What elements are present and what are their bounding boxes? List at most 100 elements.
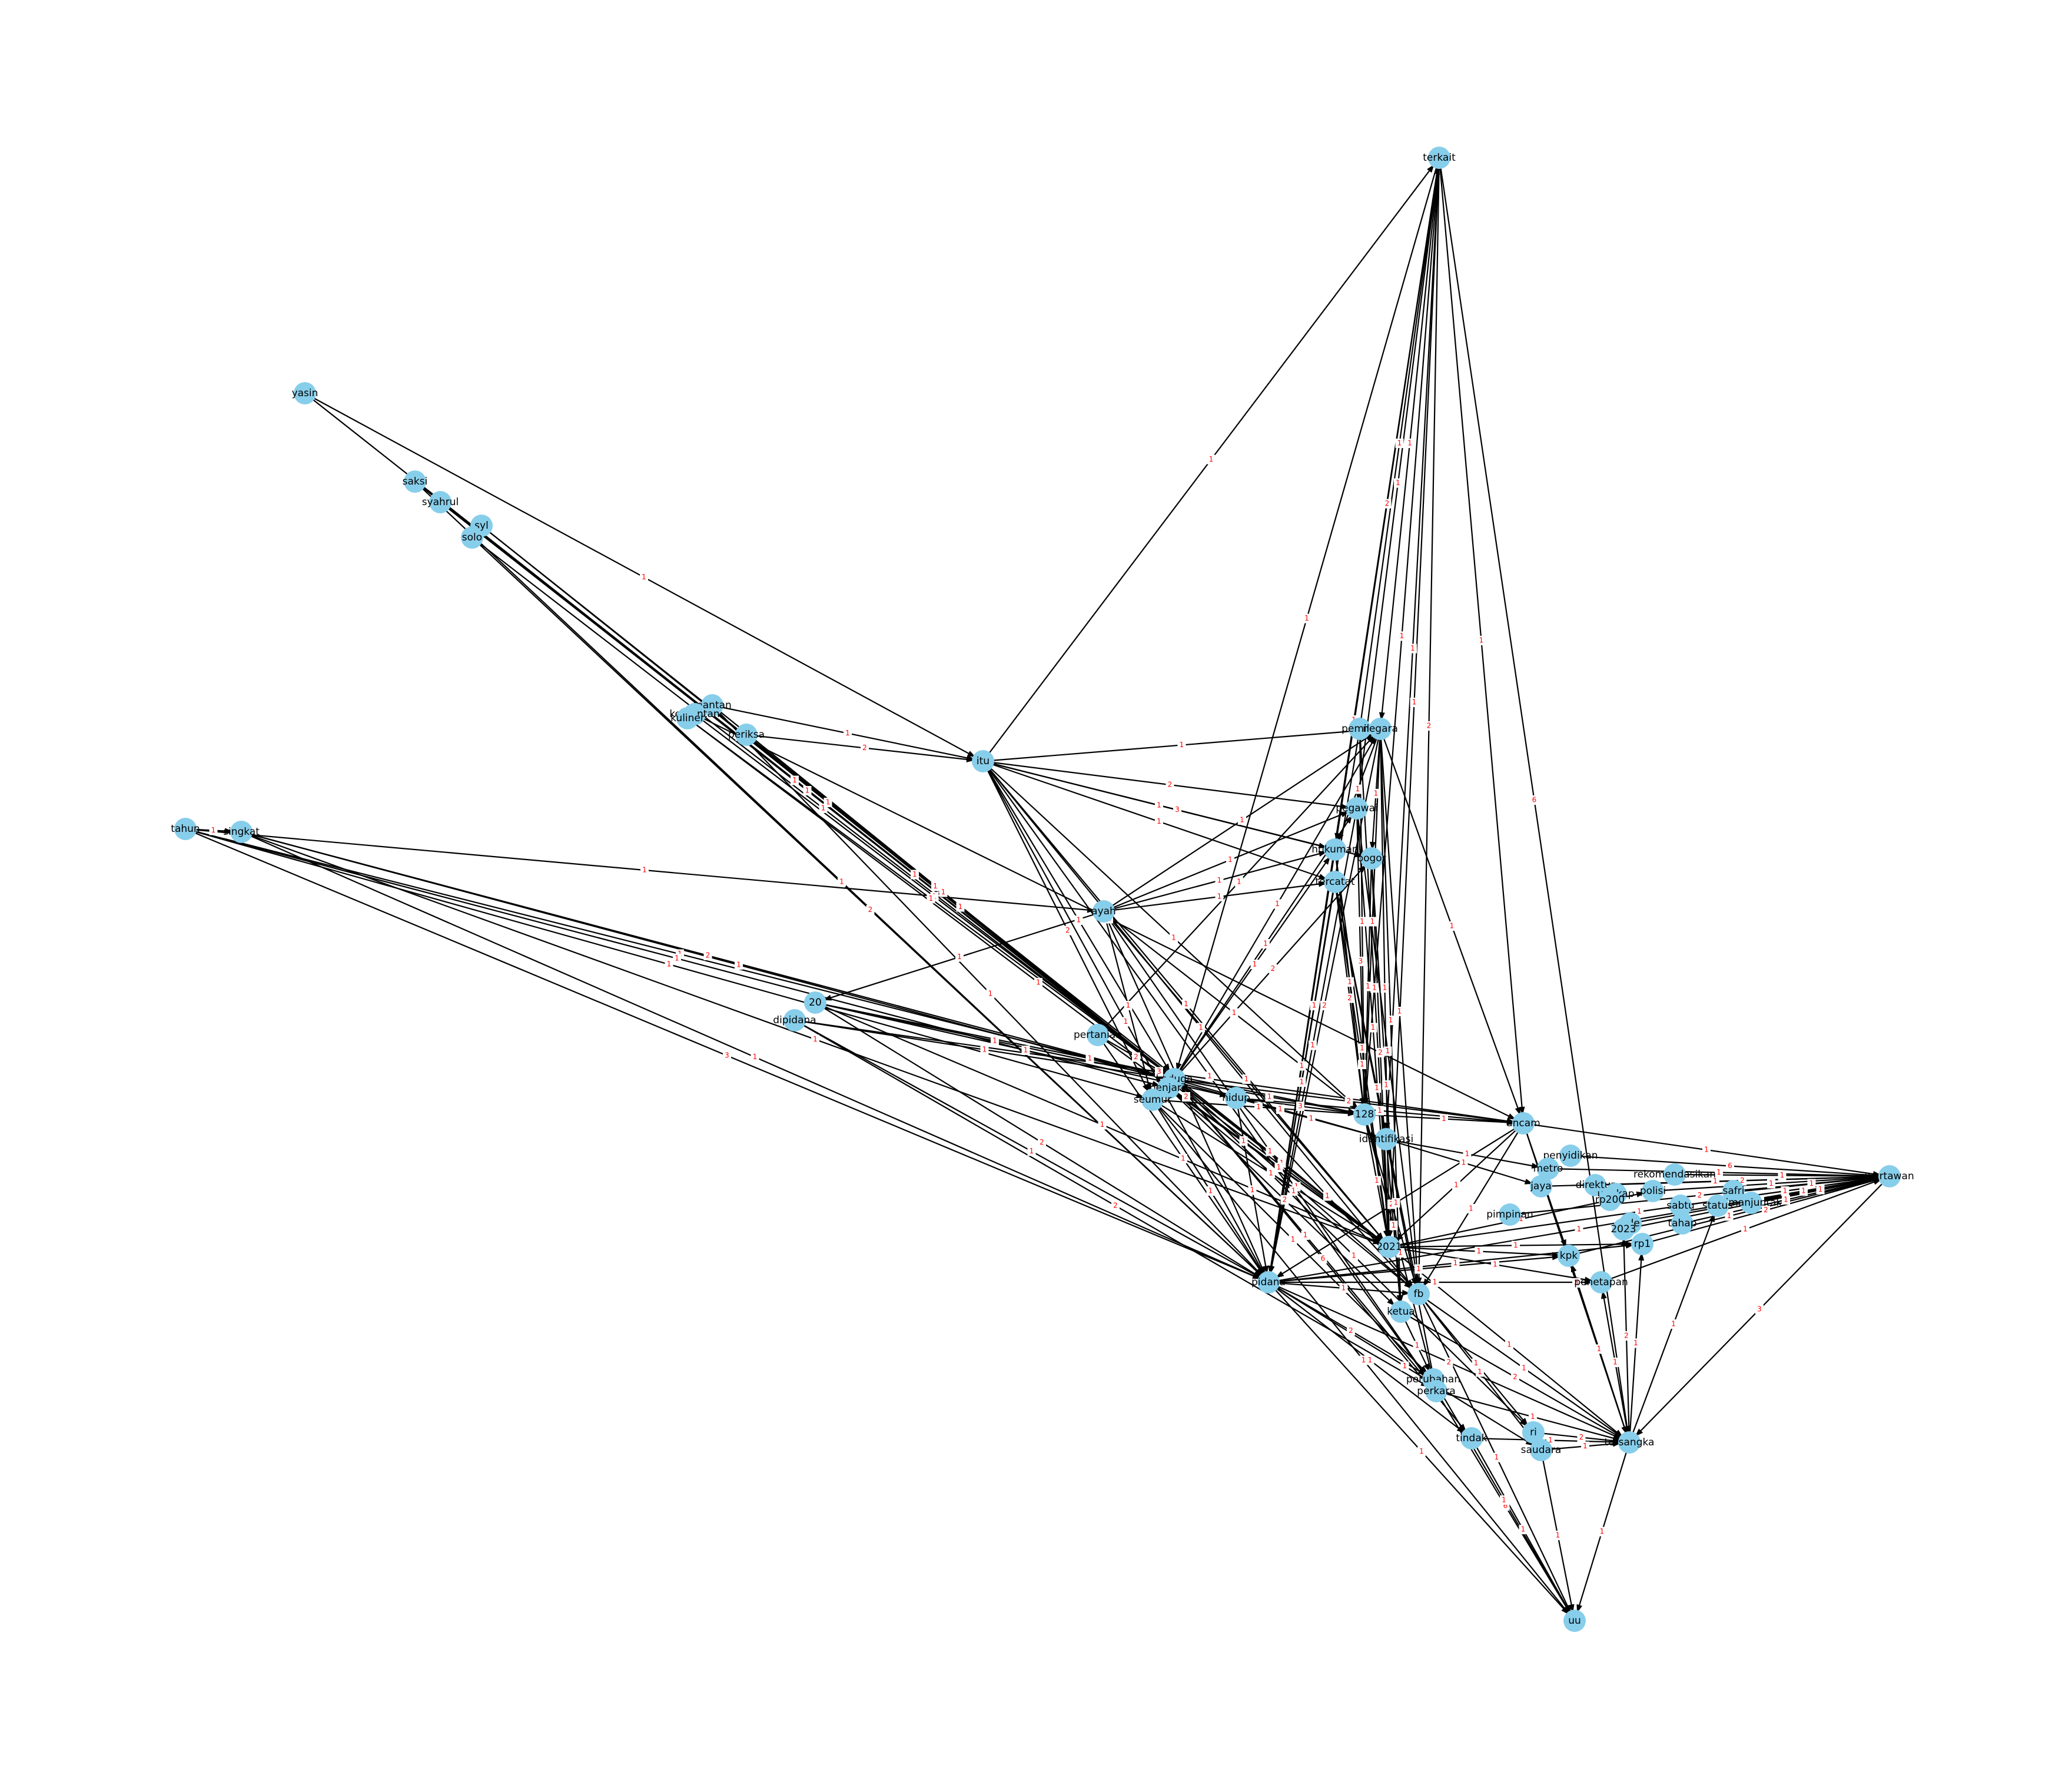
edge-label-bg bbox=[1715, 1167, 1723, 1177]
node-circle bbox=[1512, 1112, 1535, 1135]
node-circle bbox=[1722, 1180, 1745, 1202]
edge-label-bg bbox=[1519, 1525, 1528, 1534]
edge-label-bg bbox=[1477, 636, 1486, 645]
edge-weight-label: 1 bbox=[1727, 1212, 1732, 1220]
edge-weight-label: 2 bbox=[1698, 1191, 1702, 1199]
edge-weight-label: 1 bbox=[1392, 1221, 1396, 1229]
edge-label-bg bbox=[1368, 917, 1377, 927]
edge-arrowhead bbox=[1612, 1441, 1622, 1447]
edge-weight-label: 1 bbox=[1396, 479, 1400, 487]
edge-weight-label: 1 bbox=[1412, 698, 1417, 706]
node-128: 128 bbox=[1353, 1103, 1376, 1126]
edge-label-bg bbox=[1027, 1146, 1036, 1156]
node-tersangka: tersangka bbox=[1605, 1431, 1655, 1454]
edge-weight-label: 2 bbox=[706, 951, 710, 960]
node-hidup: hidup bbox=[1222, 1087, 1250, 1109]
node-saudara: saudara bbox=[1521, 1439, 1561, 1461]
edge-label-bg bbox=[1303, 613, 1311, 623]
node-circle bbox=[1530, 1439, 1552, 1461]
edge-weight-label: 1 bbox=[1469, 1205, 1473, 1213]
node-label: tersangka bbox=[1605, 1437, 1655, 1448]
node-label: pegawai bbox=[1336, 802, 1378, 814]
edge-weight-label: 3 bbox=[1157, 1067, 1161, 1076]
node-identifikasi: identifikasi bbox=[1359, 1128, 1413, 1150]
edge-weight-label: 1 bbox=[1415, 1341, 1420, 1349]
edge-weight-label: 1 bbox=[1597, 1345, 1602, 1353]
edge-arrowhead bbox=[1087, 907, 1096, 913]
edge-label-bg bbox=[1595, 1344, 1603, 1354]
edge-label-bg bbox=[665, 960, 673, 969]
edge-label-bg bbox=[703, 951, 712, 960]
node-circle bbox=[1360, 847, 1383, 870]
node-label: ayah bbox=[1091, 905, 1116, 917]
edge-weight-label: 1 bbox=[1232, 1009, 1237, 1017]
edge-label-bg bbox=[1038, 1137, 1046, 1147]
edge-label-bg bbox=[986, 989, 995, 999]
edge-weight-label: 2 bbox=[1113, 1202, 1118, 1210]
edge-weight-label: 2 bbox=[1347, 1097, 1352, 1105]
node-ketua: ketua bbox=[1387, 1301, 1415, 1323]
edge-weight-label: 1 bbox=[1030, 1147, 1034, 1155]
node-circle bbox=[1407, 1283, 1430, 1305]
edge-label-bg bbox=[1445, 1358, 1453, 1367]
edge-label-bg bbox=[1267, 1169, 1275, 1178]
node-label: terkait bbox=[1423, 152, 1456, 164]
edge-weight-label: 2 bbox=[1447, 1358, 1452, 1366]
edge-label-bg bbox=[1741, 1225, 1749, 1234]
edge-weight-label: 1 bbox=[1300, 1062, 1304, 1070]
edge-label-bg bbox=[1395, 439, 1404, 448]
edge-label-bg bbox=[1472, 1358, 1480, 1368]
edge-weight-label: 1 bbox=[1507, 1341, 1512, 1349]
node-label: kuliner bbox=[670, 712, 705, 724]
node-circle bbox=[1349, 718, 1371, 740]
edge-label-bg bbox=[1711, 1176, 1719, 1186]
node-circle bbox=[1530, 1175, 1552, 1198]
edge-label-bg bbox=[931, 881, 939, 891]
edge-weight-label: 1 bbox=[1198, 1023, 1203, 1031]
edge-label-bg bbox=[1491, 1260, 1499, 1269]
edge-label-bg bbox=[1409, 643, 1417, 654]
node-label: bogor bbox=[1357, 852, 1386, 864]
edge-label-bg bbox=[811, 1034, 819, 1044]
edge-weight-label: 1 bbox=[1366, 982, 1370, 990]
edge-weight-label: 1 bbox=[1398, 1249, 1403, 1257]
edge-label-bg bbox=[1520, 1364, 1528, 1373]
edge-label-bg bbox=[1155, 801, 1163, 810]
edge-weight-label: 1 bbox=[813, 1035, 818, 1043]
edge-weight-label: 1 bbox=[1495, 1453, 1499, 1461]
node-fb: fb bbox=[1407, 1283, 1430, 1305]
node-pidana: pidana bbox=[1251, 1271, 1286, 1293]
edge-label-bg bbox=[1206, 1186, 1215, 1196]
edge-weight-label: 3 bbox=[1175, 805, 1180, 814]
node-metro: metro bbox=[1533, 1157, 1563, 1180]
edge-weight-label: 3 bbox=[1298, 1102, 1303, 1110]
edge-weight-label: 1 bbox=[1801, 1187, 1806, 1195]
edge-label-bg bbox=[1346, 993, 1354, 1003]
edge-label-bg bbox=[1265, 1092, 1274, 1102]
edge-label-bg bbox=[1417, 1447, 1426, 1457]
edge-weight-label: 2 bbox=[1134, 1053, 1138, 1061]
edge-weight-label: 1 bbox=[1784, 1196, 1788, 1204]
edge-label-bg bbox=[1807, 1179, 1816, 1189]
edge-arrowhead bbox=[1638, 1252, 1645, 1261]
node-label: ancam bbox=[1506, 1117, 1540, 1129]
node-label: perubahan bbox=[1406, 1374, 1460, 1385]
node-circle bbox=[1559, 1145, 1582, 1167]
node-label: wartawan bbox=[1865, 1170, 1914, 1182]
edge-weight-label: 2 bbox=[1378, 1049, 1383, 1057]
edge-label-bg bbox=[1182, 999, 1190, 1009]
node-polisi: polisi bbox=[1640, 1180, 1666, 1202]
edge-arrowhead bbox=[1361, 1097, 1367, 1107]
edge-weight-label: 1 bbox=[1077, 916, 1081, 924]
node-pegawai: pegawai bbox=[1336, 797, 1378, 820]
edge-label-bg bbox=[1577, 1432, 1586, 1442]
edge-label-bg bbox=[1799, 1186, 1808, 1196]
edge-label-bg bbox=[838, 877, 846, 887]
edge-weight-label: 1 bbox=[941, 888, 946, 896]
edge-weight-label: 1 bbox=[1181, 1155, 1186, 1163]
node-label: itu bbox=[977, 755, 989, 767]
node-circle bbox=[1378, 1236, 1400, 1258]
edge-label-bg bbox=[1289, 1186, 1298, 1196]
node-circle bbox=[1428, 147, 1450, 169]
edge-weight-label: 1 bbox=[1275, 900, 1280, 908]
